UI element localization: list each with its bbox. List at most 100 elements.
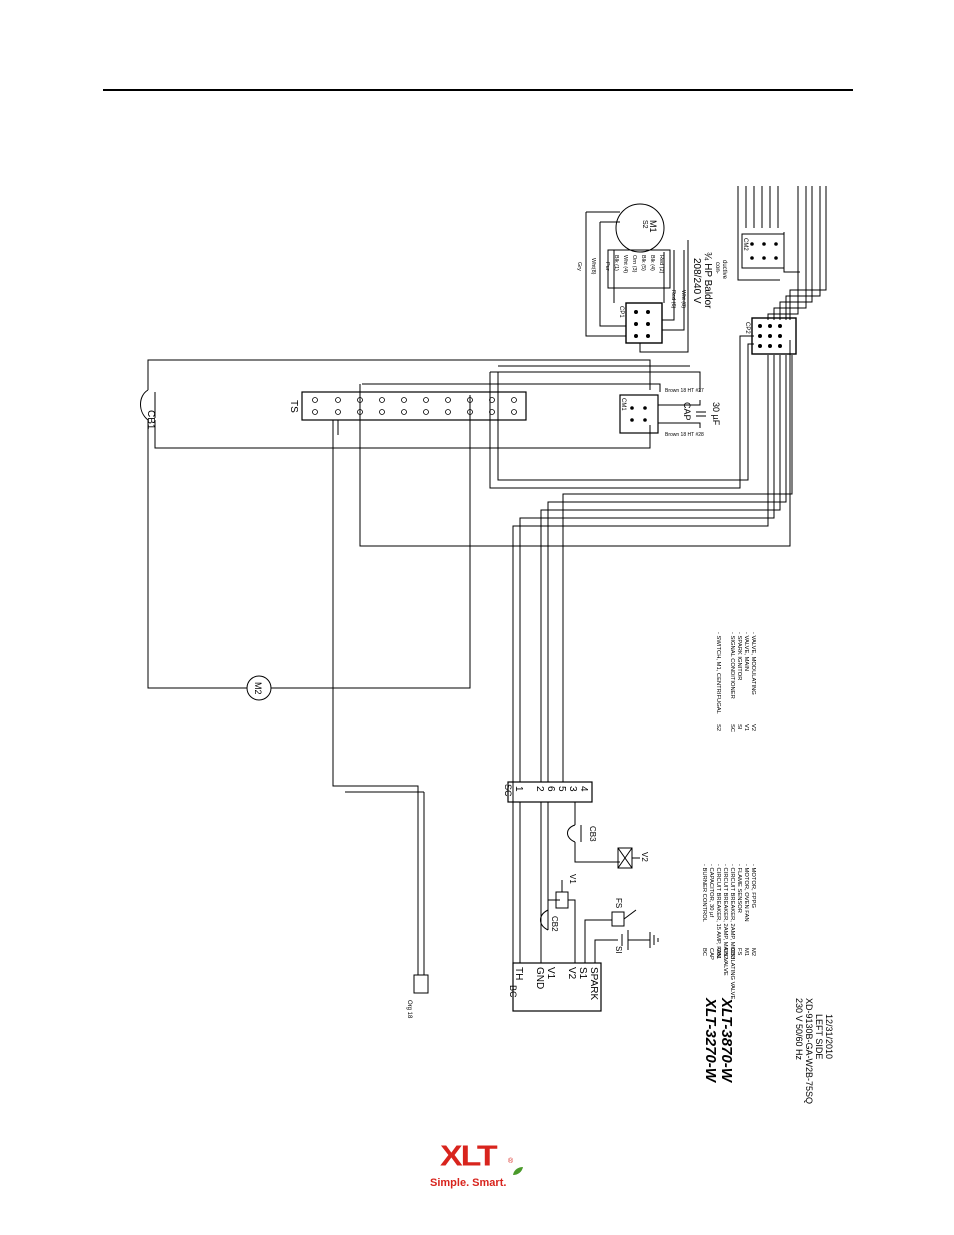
motor-wire-10: Wht (8) — [680, 290, 686, 308]
legend-desc: - SPARK IGNITOR — [736, 632, 742, 680]
label-m2: M2 — [253, 682, 263, 695]
wire-cb1-m2 — [147, 420, 247, 689]
legend-desc: - VALVE, MAIN — [743, 632, 749, 671]
label-si: SI — [614, 946, 623, 954]
header-rule — [103, 89, 853, 91]
fs-block — [611, 911, 625, 927]
sc-terminal-4: 5 — [556, 786, 567, 792]
legend-left: BC - BURNER CONTROL CAP - CAPACITOR, 30 … — [701, 864, 756, 1000]
model-2: XLT-3870-W — [718, 997, 735, 1084]
legend-desc: - CIRCUIT BREAKER, 2AMP, MODULATING VALV… — [729, 864, 735, 1000]
cb1-breaker — [140, 389, 149, 421]
cp1-block — [625, 302, 663, 344]
sc-box — [507, 781, 593, 803]
logo-tagline: Simple. Smart. — [430, 1177, 507, 1189]
bc-terminal-gnd: GND — [534, 967, 545, 989]
label-s2: S2 — [641, 220, 648, 229]
label-cp2: CP2 — [744, 322, 750, 334]
sc-terminal-5: 3 — [567, 786, 578, 792]
legend-code: M2 — [750, 948, 756, 956]
legend-desc: - FLAME SENSOR — [736, 864, 742, 913]
legend-desc: - CAPACITOR, 30 µf — [708, 864, 714, 917]
label-cb2: CB2 — [550, 916, 559, 932]
legend-desc: - BURNER CONTROL — [701, 864, 707, 923]
spec-line-2: LEFT SIDE — [814, 1014, 824, 1059]
wire-ts-360 — [359, 340, 791, 547]
bc-terminal-v1: V1 — [545, 967, 556, 980]
bc-terminal-th: TH — [513, 967, 524, 980]
legend-code: CB3 — [729, 948, 735, 959]
cp2-block — [751, 317, 797, 355]
motor-conn: con- — [714, 262, 720, 274]
label-v1: V1 — [568, 874, 577, 884]
label-brown-top: Brown 18 HT #27 — [665, 388, 704, 394]
spec-line-1: XD-9130B-GA-W2B-75SQ — [804, 998, 814, 1104]
legend-code: CB2 — [722, 948, 728, 959]
legend-code: M1 — [743, 948, 749, 956]
legend-code: S2 — [715, 724, 721, 731]
bc-terminal-s1: S1 — [577, 967, 588, 980]
legend-code: V2 — [750, 724, 756, 731]
motor-conn2: ductive — [721, 260, 727, 280]
m1-motor — [615, 203, 665, 253]
logo-registered-mark: ® — [508, 1158, 514, 1165]
motor-wire-3: Blk (1) — [613, 255, 619, 271]
motor-wire-1: Wht(8) — [590, 258, 596, 275]
sc-terminal-3: 6 — [545, 786, 556, 792]
label-cp1: CP1 — [618, 306, 624, 318]
legend-code: FS — [736, 948, 742, 956]
bc-terminal-spark: SPARK — [588, 967, 599, 1000]
wire-m2-right — [271, 395, 471, 689]
cm2-block — [741, 233, 785, 269]
motor-wire-4: Wht (4) — [622, 255, 628, 273]
label-org: Org 18 — [406, 1000, 412, 1019]
wire-org-a — [332, 420, 419, 975]
legend-code: SC — [729, 724, 735, 732]
motor-wire-2: Pur — [604, 262, 610, 271]
sc-terminal-6: 4 — [578, 786, 589, 792]
ts-strip — [301, 391, 527, 421]
org-connector — [413, 974, 429, 994]
label-v2: V2 — [640, 852, 649, 862]
legend-desc: - VALVE, MODULATING — [750, 632, 756, 695]
spec-line-3: 12/31/2010 — [824, 1014, 834, 1059]
label-cb1: CB1 — [145, 410, 156, 430]
legend-desc: - SWITCH, M1, CENTRIFUGAL — [715, 632, 721, 715]
legend-code: BC — [701, 948, 707, 956]
motor-volt: 208/240 V — [691, 258, 702, 304]
motor-wire-9: Red (6) — [670, 290, 676, 309]
legend-code: CAP — [708, 948, 714, 960]
motor-wire-0: Gry — [576, 262, 582, 271]
legend-code: V1 — [743, 724, 749, 731]
cm1-block — [619, 394, 659, 434]
ts-terminals — [312, 397, 517, 415]
model-1: XLT-3270-W — [702, 997, 719, 1084]
spec-line-0: 230 V 50/60 Hz — [794, 998, 804, 1061]
xlt-logo: XLT ® Simple. Smart. — [426, 1140, 531, 1192]
label-cm1: CM1 — [620, 398, 626, 411]
legend-desc: - MOTOR, FPPG — [750, 864, 756, 909]
legend-code: CB1 — [715, 948, 721, 959]
legend-desc: - MOTOR, OVEN FAN — [743, 864, 749, 922]
legend-right: S2 - SWITCH, M1, CENTRIFUGAL SC - SIGNAL… — [715, 632, 756, 732]
label-cm2: CM2 — [742, 238, 748, 251]
motor-wire-5: Orn (3) — [631, 255, 637, 273]
m2-motor — [246, 675, 272, 701]
legend-desc: - SIGNAL CONDITIONER — [729, 632, 735, 699]
label-m1: M1 — [648, 220, 658, 233]
label-sc: SC — [503, 784, 513, 797]
label-brown-bottom: Brown 18 HT #28 — [665, 432, 704, 438]
legend-desc: - CIRCUIT BREAKER, 15 AMP, FAN — [715, 864, 721, 958]
label-ts: TS — [288, 400, 299, 413]
label-fs: FS — [614, 898, 623, 908]
wire-cb1-top — [147, 359, 651, 390]
label-cap: CAP — [682, 402, 692, 421]
bc-terminal-v2: V2 — [566, 967, 577, 980]
legend-code: SI — [736, 724, 742, 730]
bc-box — [512, 962, 602, 1012]
legend-desc: - CIRCUIT BREAKER, 2AMP, MAIN VALVE — [722, 864, 728, 976]
motor-wire-7: Blk (4) — [649, 255, 655, 271]
logo-wordmark: XLT — [440, 1140, 498, 1173]
sc-terminal-2: 2 — [534, 786, 545, 792]
